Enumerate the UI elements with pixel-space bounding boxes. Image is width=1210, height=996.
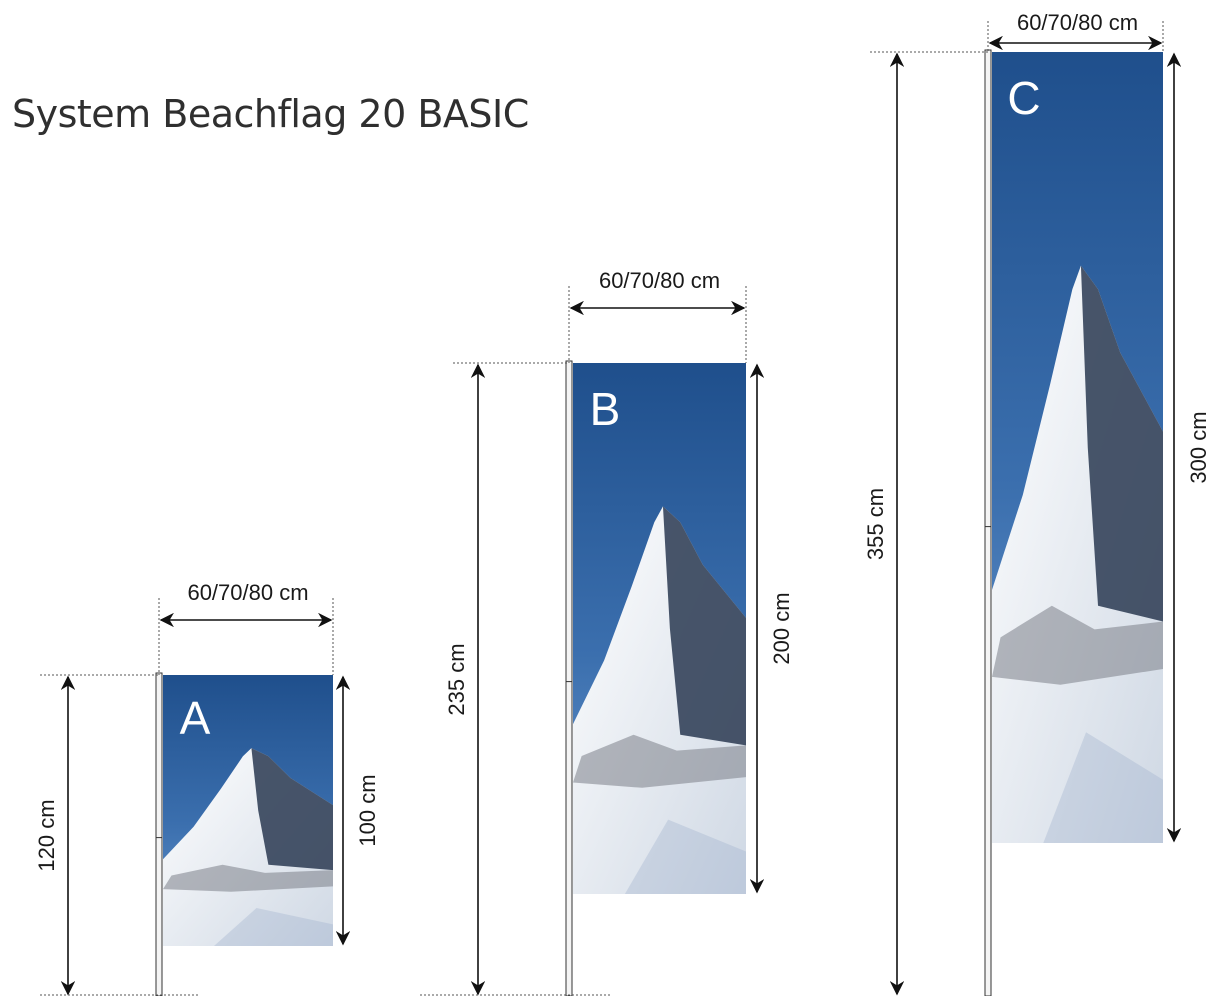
flag-a-group: A 60/70/80 cm 120 cm 100 cm: [34, 580, 380, 996]
mountain-shadow-face: [251, 748, 333, 871]
total-height-label: 120 cm: [34, 799, 59, 871]
mountain-shadow-face: [662, 506, 746, 746]
snow-slope-shadow: [1043, 732, 1163, 843]
flag-height-label: 100 cm: [355, 774, 380, 846]
mountain-rock-band: [163, 864, 333, 892]
flag-height-label: 200 cm: [769, 592, 794, 664]
total-height-label: 235 cm: [444, 643, 469, 715]
flag-c-letter: C: [1007, 72, 1040, 124]
flag-b-letter: B: [590, 383, 621, 435]
mountain-shadow-face: [1080, 265, 1163, 622]
flag-c-pole: [984, 49, 992, 996]
flag-a-letter: A: [180, 692, 211, 744]
width-dimension-label: 60/70/80 cm: [187, 580, 308, 605]
page-title: System Beachflag 20 BASIC: [12, 92, 529, 136]
width-dimension-label: 60/70/80 cm: [1017, 10, 1138, 35]
total-height-label: 355 cm: [863, 488, 888, 560]
mountain-rock-band: [573, 734, 746, 788]
width-dimension-label: 60/70/80 cm: [599, 268, 720, 293]
mountain-rock-band: [992, 605, 1163, 685]
flag-b-group: B 60/70/80 cm 235 cm 200 cm: [444, 268, 794, 996]
flag-b-pole: [565, 360, 573, 996]
flag-c-group: C 60/70/80 cm 355 cm 300 cm: [863, 10, 1210, 996]
flag-height-label: 300 cm: [1186, 411, 1210, 483]
snow-slope-shadow: [624, 819, 746, 894]
snow-slope-shadow: [214, 908, 333, 946]
flag-a-pole: [155, 672, 163, 996]
